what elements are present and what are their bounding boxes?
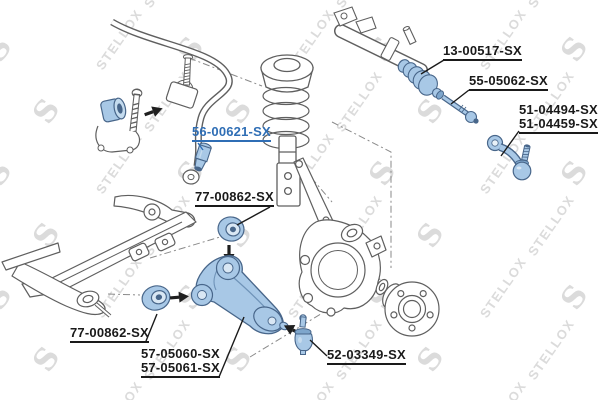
part-number-label[interactable]: 13-00517-SX (443, 44, 522, 61)
tie-rod-end-part (486, 134, 532, 181)
leader-lines (145, 59, 520, 378)
leader-tie-rod-end (500, 130, 520, 157)
stabilizer-link-part (194, 142, 212, 172)
callout-arm-bushing-upper[interactable]: 77-00862-SX (195, 190, 274, 207)
subframe-drawing (1, 194, 197, 318)
part-number-label[interactable]: 51-04459-SX (519, 117, 598, 134)
steering-knuckle-drawing (293, 157, 387, 317)
leader-control-arm (218, 316, 245, 378)
arm-bushing-upper-part (217, 216, 245, 242)
stabilizer-bushing-part (100, 97, 127, 123)
leader-inner-tie-rod (450, 89, 470, 105)
assembly-arrow-icon (142, 103, 165, 120)
part-number-label[interactable]: 55-05062-SX (469, 74, 548, 91)
wheel-hub-drawing (375, 278, 440, 337)
clamp-screw-icon (181, 53, 194, 86)
inner-tie-rod-part (431, 87, 479, 124)
control-arm-part (190, 255, 289, 335)
part-number-label-selected[interactable]: 56-00621-SX (192, 125, 271, 142)
rack-bellows-part (397, 59, 438, 96)
strut-assembly-drawing (260, 54, 314, 207)
part-number-label[interactable]: 77-00862-SX (70, 326, 149, 343)
bracket-screw-icon (126, 88, 143, 138)
part-number-label[interactable]: 77-00862-SX (195, 190, 274, 207)
assembly-arrow-icon (169, 290, 190, 304)
callout-arm-bushing-lower[interactable]: 77-00862-SX (70, 326, 149, 343)
leader-bushing-upper (236, 206, 271, 226)
callout-stabilizer-link[interactable]: 56-00621-SX (192, 125, 271, 142)
part-number-label[interactable]: 57-05060-SX (141, 346, 220, 361)
part-number-label[interactable]: 51-04494-SX (519, 102, 598, 117)
callout-tie-rod-end[interactable]: 51-04494-SX 51-04459-SX (519, 103, 598, 134)
callout-inner-tie-rod[interactable]: 55-05062-SX (469, 74, 548, 91)
part-number-label[interactable]: 57-05061-SX (141, 361, 220, 378)
ball-joint-part (294, 314, 313, 355)
arm-bushing-lower-part (141, 285, 171, 311)
callout-control-arm[interactable]: 57-05060-SX 57-05061-SX (141, 347, 220, 378)
leader-stab-link (197, 142, 204, 151)
leader-ball-joint (309, 339, 328, 357)
leader-bushing-lower (145, 313, 158, 342)
callout-rack-bellows[interactable]: 13-00517-SX (443, 44, 522, 61)
leader-bellows (420, 59, 445, 75)
callout-ball-joint[interactable]: 52-03349-SX (327, 348, 406, 365)
part-number-label[interactable]: 52-03349-SX (327, 348, 406, 365)
